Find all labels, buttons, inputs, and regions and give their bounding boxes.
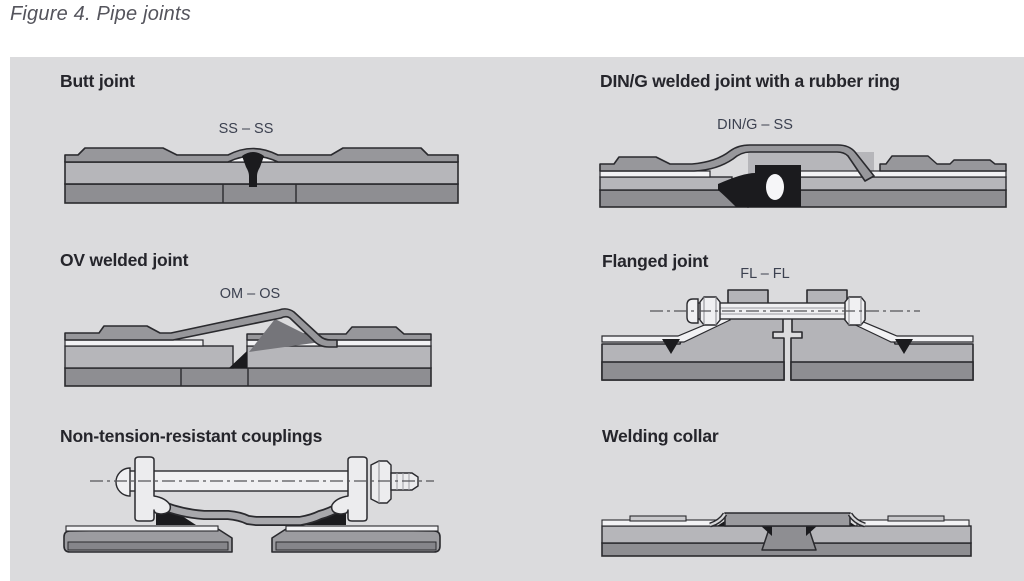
sleeve-band [64,308,338,348]
joint-title-couplings: Non-tension-resistant couplings [60,426,323,446]
left-pipe [599,170,749,208]
right-bracket [330,456,368,522]
pipe-layers [64,339,432,387]
pipe-joints-panel: Butt joint SS – SS DIN/G welded joint wi… [10,57,1024,581]
sleeve-shadow [249,319,321,352]
coupling-strap [149,496,353,526]
weld-notch [229,351,247,368]
right-pipe [271,525,441,553]
joint-title-ding: DIN/G welded joint with a rubber ring [600,71,900,91]
code-label-butt: SS – SS [218,121,274,137]
code-label-flanged: FL – FL [740,266,790,282]
socket-bell-band [599,144,875,182]
bolt-head [115,467,131,497]
rubber-ring [718,165,801,207]
figure-title: Figure 4. Pipe joints [10,3,191,25]
collar-band [724,512,851,527]
welding-collar-illustration [601,512,972,557]
left-pipe [63,525,233,553]
nut [370,460,392,504]
joint-title-collar: Welding collar [602,426,719,446]
bolt [90,456,434,522]
joint-title-ov: OV welded joint [60,250,189,270]
bolt [650,296,920,326]
ding-joint-illustration [599,144,1007,208]
flanged-joint-illustration [601,289,974,381]
joint-title-butt: Butt joint [60,71,135,91]
left-bracket [134,456,172,522]
joint-title-flanged: Flanged joint [602,251,709,271]
couplings-illustration [63,456,441,553]
ov-joint-illustration [64,308,432,387]
butt-joint-illustration [64,147,459,204]
collar-ramps [709,512,866,528]
weld-seam [242,152,264,187]
code-label-ding: DIN/G – SS [717,117,793,133]
code-label-ov: OM – OS [219,286,281,302]
